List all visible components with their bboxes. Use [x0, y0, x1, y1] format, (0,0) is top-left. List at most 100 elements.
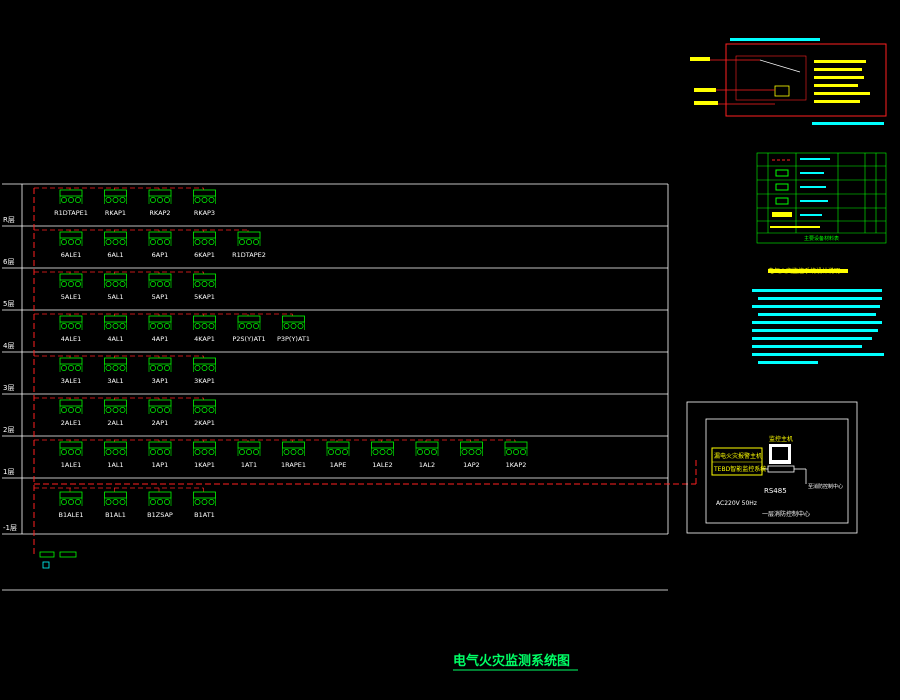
device-label: 1RAPE1 [281, 461, 306, 469]
device-module [59, 188, 83, 204]
device-module [59, 488, 83, 506]
device-module [148, 356, 172, 372]
device-module [148, 488, 172, 506]
device-module [193, 356, 216, 372]
device-label: 6ALE1 [61, 251, 81, 259]
device-label: 4ALE1 [61, 335, 81, 343]
device-label: 3ALE1 [61, 377, 81, 385]
device-module [104, 188, 127, 204]
floor-label: 6层 [3, 258, 14, 266]
device-label: 1AP1 [152, 461, 169, 469]
bus-label: RS485 [764, 487, 787, 495]
device-module [148, 398, 172, 414]
device-label: 2AL1 [107, 419, 123, 427]
device-label: RKAP1 [105, 209, 126, 217]
device-module [148, 230, 172, 246]
control-room-label: 一层消防控制中心 [762, 510, 810, 518]
device-label: P2S(Y)AT1 [232, 335, 265, 343]
device-label: P3P(Y)AT1 [277, 335, 310, 343]
device-module [193, 230, 216, 246]
bus-terminal-symbol [39, 551, 77, 569]
device-label: RKAP2 [149, 209, 170, 217]
legend-table [756, 152, 887, 244]
device-label: B1ALE1 [59, 511, 84, 519]
device-label: 2ALE1 [61, 419, 81, 427]
device-label: 1AT1 [241, 461, 257, 469]
device-module [193, 488, 216, 506]
device-label: B1ZSAP [147, 511, 173, 519]
device-module [460, 440, 483, 456]
floor-label: 2层 [3, 426, 14, 434]
device-label: 1APE [330, 461, 347, 469]
device-label: 4AP1 [152, 335, 169, 343]
device-label: 3KAP1 [194, 377, 215, 385]
device-label: 6KAP1 [194, 251, 215, 259]
control-center [686, 401, 858, 534]
floor-label: 5层 [3, 300, 14, 308]
legend-title: 主要设备材料表 [804, 235, 839, 242]
notes-title: 电气火灾监控系统设计说明 [768, 267, 840, 275]
alarm-host-label: 漏电火灾报警主机 [714, 452, 762, 460]
device-module [104, 488, 127, 506]
device-label: 1ALE2 [372, 461, 392, 469]
device-module [282, 314, 305, 330]
floor-grid [2, 183, 669, 591]
device-module [59, 230, 83, 246]
device-module [193, 272, 216, 288]
device-label: 1AL2 [419, 461, 435, 469]
device-label: 6AL1 [107, 251, 123, 259]
device-label: 1KAP2 [506, 461, 527, 469]
device-module [104, 230, 127, 246]
device-module [237, 230, 261, 246]
device-module [148, 314, 172, 330]
power-label: AC220V 50Hz [716, 500, 757, 507]
device-module [504, 440, 528, 456]
device-module [104, 356, 127, 372]
device-module [148, 188, 172, 204]
link-label: 至消防控制中心 [808, 483, 843, 490]
device-module [193, 188, 216, 204]
wiring-detail [690, 38, 887, 125]
floor-label: 3层 [3, 384, 14, 392]
device-module [59, 314, 83, 330]
host-label: 监控主机 [769, 435, 793, 443]
device-module [193, 314, 216, 330]
device-label: 4KAP1 [194, 335, 215, 343]
device-module [59, 398, 83, 414]
device-label: 6AP1 [152, 251, 169, 259]
device-label: 5ALE1 [61, 293, 81, 301]
device-label: 5AL1 [107, 293, 123, 301]
device-module [59, 440, 83, 456]
device-module [104, 314, 127, 330]
device-module [193, 398, 216, 414]
device-module [282, 440, 305, 456]
device-label: 1KAP1 [194, 461, 215, 469]
device-module [237, 440, 261, 456]
device-label: 4AL1 [107, 335, 123, 343]
device-module [104, 272, 127, 288]
monitor-system-label: TEBD智能监控系统 [713, 465, 766, 473]
device-module [326, 440, 350, 456]
device-label: RKAP3 [194, 209, 215, 217]
device-label: R1DTAPE1 [54, 209, 88, 217]
device-module [193, 440, 216, 456]
floors-layer: R层 R1DTAPE1 RKAP1 RKAP2 RKAP3 6层 6ALE1 6AL1 6AP1… [3, 187, 528, 532]
device-label: B1AL1 [105, 511, 126, 519]
device-module [415, 440, 439, 456]
floor-label: -1层 [3, 524, 17, 532]
device-label: 3AP1 [152, 377, 169, 385]
floor-label: 4层 [3, 342, 14, 350]
device-label: 2AP1 [152, 419, 169, 427]
device-module [371, 440, 394, 456]
signal-bus [33, 188, 697, 555]
device-module [104, 398, 127, 414]
design-notes [752, 269, 884, 364]
floor-label: R层 [3, 216, 15, 224]
device-label: 1ALE1 [61, 461, 81, 469]
diagram-title: 电气火灾监测系统图 [453, 653, 570, 669]
device-module [59, 272, 83, 288]
device-label: 2KAP1 [194, 419, 215, 427]
device-label: B1AT1 [194, 511, 215, 519]
device-module [59, 356, 83, 372]
